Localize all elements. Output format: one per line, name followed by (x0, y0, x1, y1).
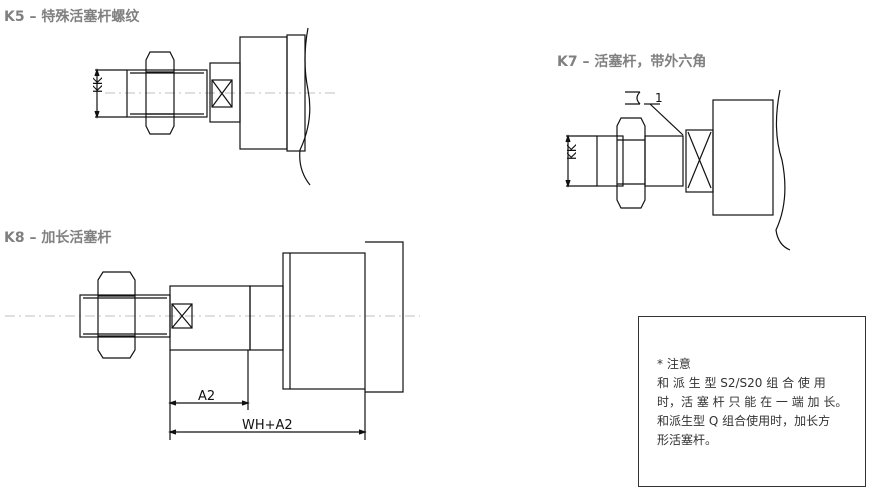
k8-a2-label: A2 (198, 389, 215, 404)
k5-kk-label: KK (91, 76, 105, 93)
k7-kk-label: KK (565, 143, 579, 160)
k5-title: K5 – 特殊活塞杆螺纹 (4, 9, 140, 25)
k5-drawing (94, 27, 335, 186)
note-box: * 注意 和 派 生 型 S2/S20 组 合 使 用 时，活 塞 杆 只 能 … (638, 316, 866, 487)
note-line: 时，活 塞 杆 只 能 在 一 端 加 长。 (657, 395, 848, 409)
k7-title: K7 – 活塞杆，带外六角 (557, 54, 707, 70)
k7-wrench-label: 1 (655, 91, 663, 105)
k7-drawing (565, 89, 791, 251)
k8-drawing (5, 241, 420, 440)
note-line: 形活塞杆。 (657, 433, 718, 447)
k8-wh-a2-label: WH+A2 (242, 418, 293, 433)
note-line: 和 派 生 型 S2/S20 组 合 使 用 (657, 376, 826, 390)
note-heading: * 注意 (657, 357, 691, 371)
note-line: 和派生型 Q 组合使用时，加长方 (657, 414, 831, 428)
k8-title: K8 – 加长活塞杆 (4, 230, 112, 246)
